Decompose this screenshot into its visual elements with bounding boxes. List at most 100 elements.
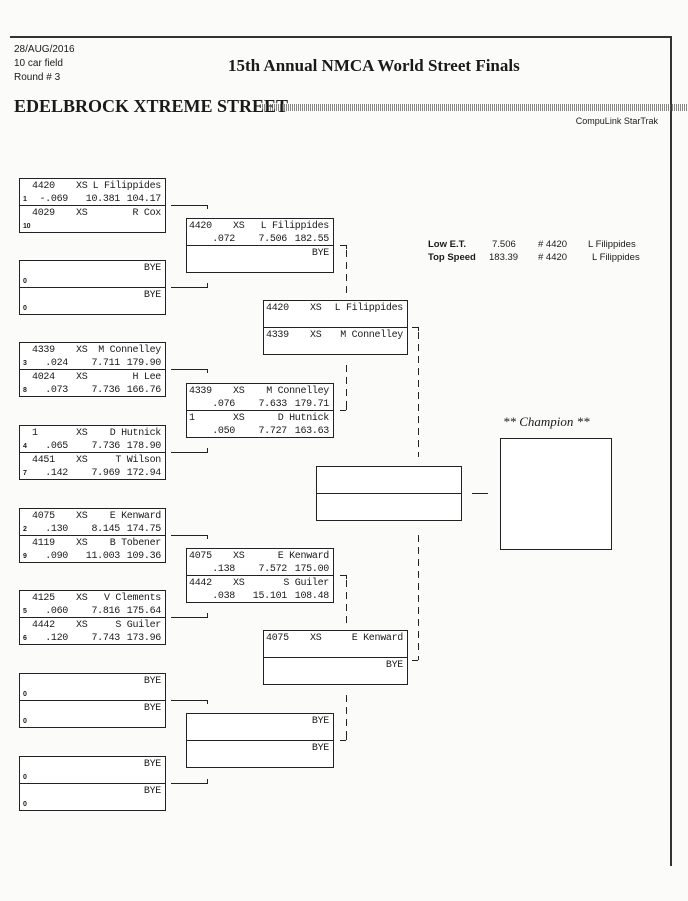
driver-name: V Clements bbox=[103, 593, 161, 604]
top-speed-value: 183.39 bbox=[489, 252, 519, 263]
connector-line bbox=[171, 617, 208, 618]
reaction-time: .038 bbox=[212, 591, 235, 602]
seed-number: 0 bbox=[23, 278, 27, 285]
connector-line bbox=[171, 700, 208, 701]
reaction-time: .050 bbox=[212, 426, 235, 437]
car-number: 4125 bbox=[32, 593, 55, 604]
racer-info-line: BYE bbox=[187, 247, 333, 260]
car-class: XS bbox=[233, 386, 245, 397]
connector-tick bbox=[207, 205, 208, 209]
trap-speed: 174.75 bbox=[126, 524, 162, 535]
reaction-time: .120 bbox=[45, 633, 68, 644]
connector-line bbox=[340, 740, 346, 741]
connector-line bbox=[412, 327, 418, 328]
connector-tick bbox=[418, 656, 419, 660]
seed-number: 3 bbox=[23, 360, 27, 367]
car-class: XS bbox=[233, 578, 245, 589]
connector-line bbox=[472, 493, 488, 494]
car-class: XS bbox=[233, 551, 245, 562]
driver-name: S Guiler bbox=[283, 578, 329, 589]
top-border bbox=[10, 36, 670, 38]
racer-info-line bbox=[317, 495, 461, 508]
reaction-time: .138 bbox=[212, 564, 235, 575]
connector-tick bbox=[346, 575, 347, 579]
elapsed-time: 7.727 bbox=[258, 426, 287, 437]
seed-number: 4 bbox=[23, 443, 27, 450]
car-number: 4119 bbox=[32, 538, 55, 549]
trap-speed: 179.90 bbox=[126, 358, 162, 369]
car-number: 4024 bbox=[32, 372, 55, 383]
top-speed-row: Top Speed 183.39 # 4420 L Filippides bbox=[428, 252, 668, 265]
trap-speed: 108.48 bbox=[294, 591, 330, 602]
reaction-time: .090 bbox=[45, 551, 68, 562]
driver-name: BYE bbox=[311, 716, 329, 727]
driver-name: M Connelley bbox=[98, 345, 161, 356]
top-speed-car: # 4420 bbox=[538, 252, 568, 263]
connector-line bbox=[340, 245, 346, 246]
connector-line bbox=[340, 410, 346, 411]
elapsed-time: 8.145 bbox=[91, 524, 120, 535]
car-class: XS bbox=[310, 330, 322, 341]
racer-slot: BYE bbox=[264, 657, 407, 684]
car-number: 4420 bbox=[32, 181, 55, 192]
driver-name: BYE bbox=[385, 660, 403, 671]
car-class: XS bbox=[76, 181, 88, 192]
connector-tick bbox=[346, 406, 347, 410]
connector-tick bbox=[418, 327, 419, 331]
trap-speed: 179.71 bbox=[294, 399, 330, 410]
driver-name: BYE bbox=[143, 263, 161, 274]
connector-line bbox=[340, 575, 346, 576]
reaction-time: .060 bbox=[45, 606, 68, 617]
racer-info-line: BYE bbox=[20, 262, 165, 275]
car-number: 4075 bbox=[189, 551, 212, 562]
reaction-time: .073 bbox=[45, 385, 68, 396]
car-number: 4420 bbox=[189, 221, 212, 232]
connector-tick bbox=[207, 779, 208, 783]
run-stats-line: 10 bbox=[20, 220, 165, 233]
driver-name: R Cox bbox=[132, 208, 161, 219]
car-number: 1 bbox=[32, 428, 38, 439]
round-number: Round # 3 bbox=[14, 72, 61, 83]
run-stats-line: 0 bbox=[20, 688, 165, 701]
car-class: XS bbox=[76, 620, 88, 631]
connector-line bbox=[412, 660, 418, 661]
elapsed-time: 7.743 bbox=[91, 633, 120, 644]
seed-number: 0 bbox=[23, 801, 27, 808]
driver-name: L Filippides bbox=[260, 221, 330, 232]
elapsed-time: 7.572 bbox=[258, 564, 287, 575]
dashed-connector bbox=[346, 695, 347, 737]
car-class: XS bbox=[76, 208, 88, 219]
car-class: XS bbox=[76, 538, 88, 549]
trap-speed: 175.64 bbox=[126, 606, 162, 617]
racer-slot: BYE bbox=[187, 245, 333, 272]
driver-name: M Connelley bbox=[266, 386, 329, 397]
car-number: 4442 bbox=[32, 620, 55, 631]
trap-speed: 163.63 bbox=[294, 426, 330, 437]
run-stats-line: 0 bbox=[20, 715, 165, 728]
seed-number: 8 bbox=[23, 387, 27, 394]
elapsed-time: 11.003 bbox=[85, 551, 121, 562]
